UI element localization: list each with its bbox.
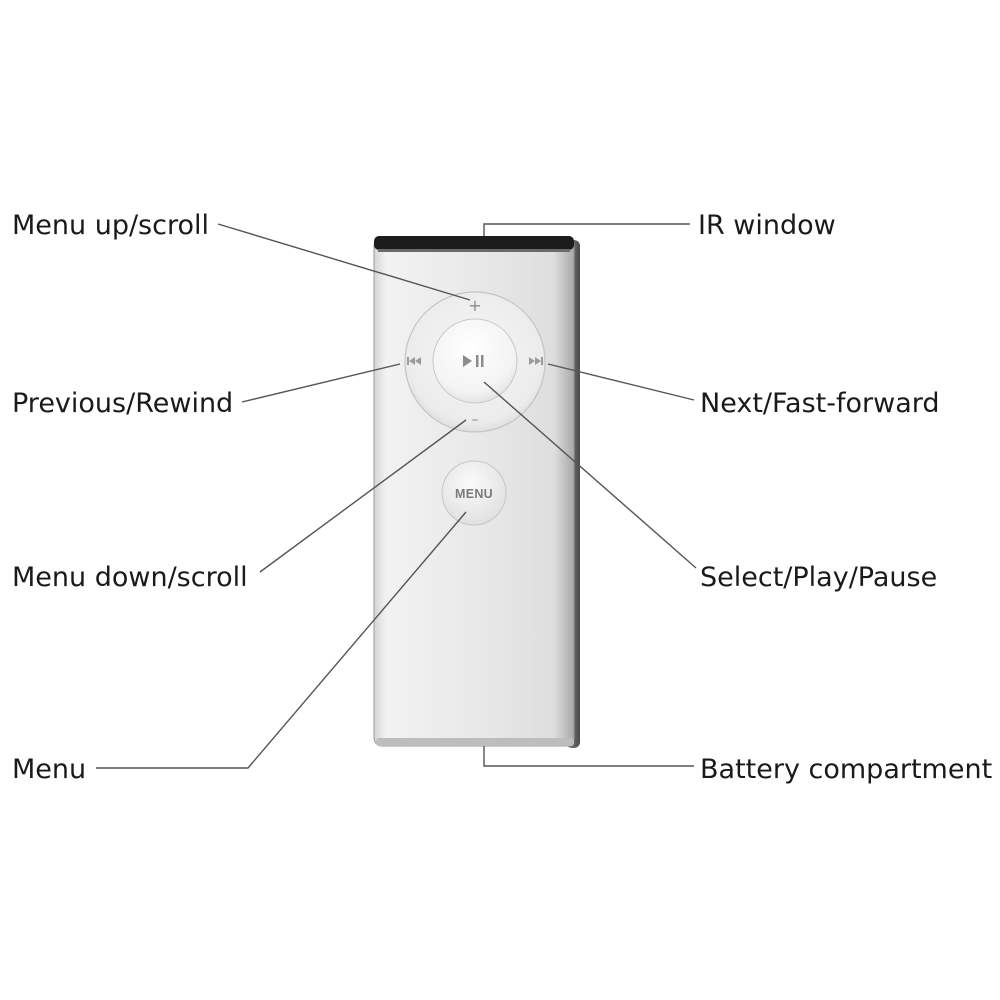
- menu-button[interactable]: [441, 460, 507, 526]
- callout-labels: Menu up/scroll Previous/Rewind Menu down…: [12, 210, 992, 785]
- minus-icon[interactable]: –: [472, 412, 479, 428]
- leader-ir-window: [483, 223, 690, 236]
- remote-control: + – MENU: [373, 236, 580, 748]
- select-play-pause-button[interactable]: [432, 318, 518, 404]
- next-icon[interactable]: [529, 357, 543, 365]
- leader-previous: [241, 363, 401, 403]
- menu-button-label: MENU: [455, 487, 493, 501]
- label-menu-down-scroll: Menu down/scroll: [12, 562, 248, 593]
- plus-icon[interactable]: +: [468, 296, 481, 315]
- leader-menu: [96, 511, 467, 769]
- label-next-fast-forward: Next/Fast-forward: [700, 388, 940, 419]
- remote-bottom-edge: [376, 738, 574, 746]
- leader-select: [483, 381, 697, 569]
- label-menu-up-scroll: Menu up/scroll: [12, 210, 209, 241]
- label-ir-window: IR window: [698, 210, 836, 241]
- label-previous-rewind: Previous/Rewind: [12, 388, 233, 419]
- leader-menu-up: [217, 223, 471, 301]
- previous-icon[interactable]: [407, 357, 421, 365]
- label-menu: Menu: [12, 754, 86, 785]
- leader-next: [547, 363, 695, 401]
- label-battery-compartment: Battery compartment: [700, 754, 992, 785]
- leader-menu-down: [259, 419, 467, 573]
- ir-window-highlight: [378, 249, 570, 252]
- leader-lines: [96, 223, 697, 769]
- play-pause-icon: [463, 355, 484, 367]
- ir-window: [374, 236, 574, 250]
- leader-battery: [483, 746, 694, 767]
- label-select-play-pause: Select/Play/Pause: [700, 562, 937, 593]
